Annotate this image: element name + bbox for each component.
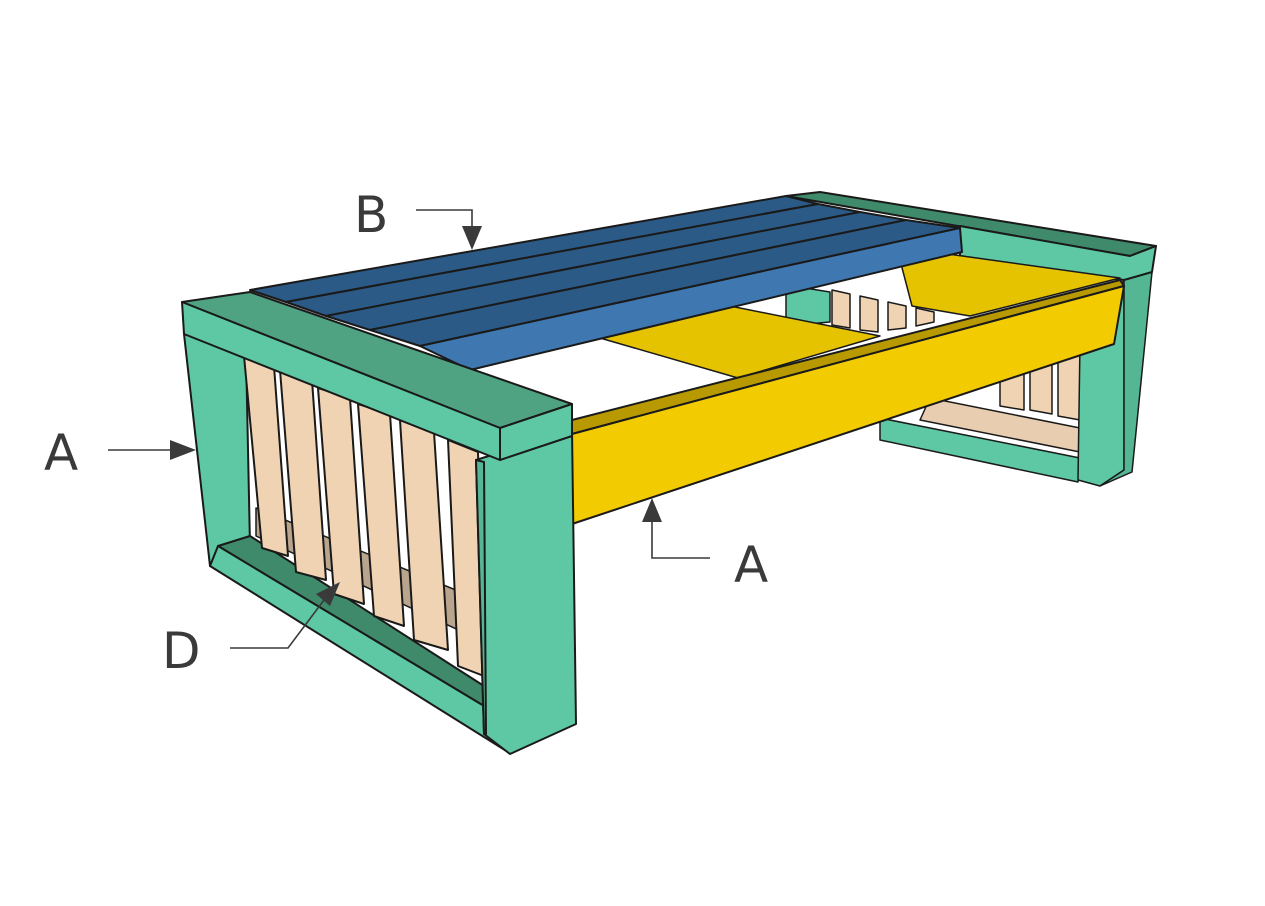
arrow-head: [316, 582, 340, 606]
side-slats: [243, 355, 485, 677]
back-slat: [831, 289, 851, 329]
back-left-post: [785, 284, 831, 327]
callout-a-bottom: A: [642, 498, 768, 594]
tabletop-slats: [249, 195, 963, 371]
label-a-bottom: A: [734, 536, 768, 594]
label-a-left: A: [44, 424, 78, 482]
arrow-head: [170, 440, 196, 460]
back-bottom-rail: [879, 417, 1081, 483]
arrow-head: [642, 498, 662, 522]
back-slats: [831, 289, 1081, 453]
leader-line: [416, 209, 473, 230]
callout-b: B: [354, 186, 482, 250]
callout-d: D: [162, 582, 340, 680]
arrow-head: [462, 226, 482, 250]
back-slat: [859, 295, 879, 333]
front-right-post-face: [475, 429, 577, 755]
leader-line: [230, 599, 325, 649]
side-slat: [357, 403, 405, 627]
leader-line: [651, 518, 710, 559]
callout-a-left: A: [44, 424, 196, 482]
label-b: B: [354, 186, 388, 244]
label-d: D: [162, 622, 201, 680]
front-top-cap-end: [499, 403, 573, 461]
back-slat: [887, 301, 907, 331]
front-end-frame: [181, 291, 577, 755]
back-slat: [915, 307, 935, 327]
front-right-post-edge: [475, 459, 487, 735]
side-slat: [399, 419, 449, 651]
